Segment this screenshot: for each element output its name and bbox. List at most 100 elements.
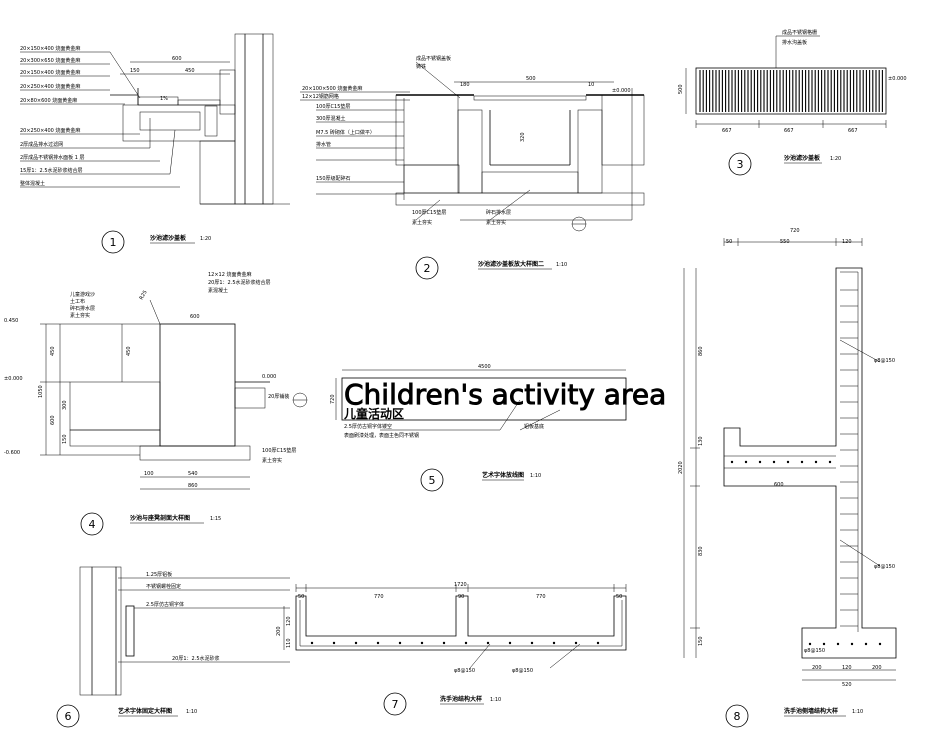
detail-8-dim: 50 <box>726 239 732 245</box>
detail-8-dim: 720 <box>790 228 800 234</box>
detail-title: 艺术字体放线图 <box>482 471 524 479</box>
detail-1-note: 20×300×650 烧面黄金麻 <box>20 57 80 64</box>
detail-4-dim: 150 <box>62 434 68 444</box>
detail-2-leaders <box>300 61 531 221</box>
detail-number-circle <box>80 512 104 536</box>
detail-8: 720 50 550 120 860 130 600 830 150 2020 … <box>678 228 897 728</box>
detail-5-drawing <box>335 369 627 431</box>
detail-3-drawing <box>685 35 887 128</box>
detail-number-circle <box>725 704 749 728</box>
detail-8-title-block: 8 洗手池侧墙结构大样 1:10 <box>725 704 863 728</box>
detail-2-note: 300厚混凝土 <box>316 115 346 122</box>
rebar-dot <box>574 641 578 645</box>
detail-5-notes: 2.5厚仿古铜字体镂空 表面刷漆处理，表面主色同不锈钢 铝板基底 <box>344 423 544 439</box>
detail-1-note: 20×150×400 烧面黄金麻 <box>20 69 80 76</box>
detail-4-title-block: 4 沙池与座凳剖面大样图 1:15 <box>80 512 221 536</box>
detail-2-section-mark <box>571 216 587 232</box>
detail-scale: 1:10 <box>530 473 541 479</box>
detail-6-drawing <box>79 566 290 696</box>
detail-3-title-block: 3 沙池滤沙盖板 1:20 <box>728 152 841 176</box>
rebar-dot <box>354 641 358 645</box>
detail-3-dim: 667 <box>784 128 794 134</box>
detail-4-notes: 12×12 烧面黄金麻 20厚1：2.5水泥砂浆结合层 素混凝土 儿童游戏沙 土… <box>70 271 296 464</box>
detail-2-note: 碎石排水层 <box>486 209 511 216</box>
detail-2-dim: 10 <box>588 82 594 88</box>
rebar-dot <box>864 642 868 646</box>
detail-4-dim: R25 <box>139 289 149 301</box>
detail-7-dim: 50 <box>616 594 622 600</box>
detail-1-leaders <box>20 51 180 188</box>
detail-scale: 1:20 <box>830 156 841 162</box>
detail-4-dim: 450 <box>126 346 132 356</box>
detail-5-note: 2.5厚仿古铜字体镂空 <box>344 423 392 430</box>
rebar-dot <box>730 460 734 464</box>
rebar-dot <box>828 460 832 464</box>
detail-4-note: 素混凝土 <box>208 287 228 294</box>
rebar-dot <box>808 642 812 646</box>
detail-2-note: M7.5 砖砌体（上口做平） <box>316 129 375 136</box>
detail-7-dim: 90 <box>458 594 464 600</box>
rebar-dot <box>814 460 818 464</box>
detail-number-circle <box>101 230 125 254</box>
detail-2-note: 铸铁 <box>416 63 426 70</box>
rebar-dot <box>596 641 600 645</box>
detail-6: 1.25厚铝板 不锈钢螺栓固定 2.5厚仿古铜字体 20厚1：2.5水泥砂浆 6… <box>56 566 290 728</box>
detail-1-note: 2厚成品不锈钢排水面板 1 层 <box>20 154 85 161</box>
detail-scale: 1:15 <box>210 516 221 522</box>
detail-5-note: 表面刷漆处理，表面主色同不锈钢 <box>344 432 419 439</box>
detail-2-dim: 180 <box>460 82 470 88</box>
detail-number: 7 <box>392 698 399 711</box>
detail-1-title-block: 1 沙池滤沙盖板 1:20 <box>101 230 211 254</box>
detail-8-dim: 520 <box>842 682 852 688</box>
rebar-dot <box>464 641 468 645</box>
detail-8-dim: 150 <box>698 636 704 646</box>
detail-7-title-block: 7 洗手池结构大样 1:10 <box>383 692 501 716</box>
detail-4: 12×12 烧面黄金麻 20厚1：2.5水泥砂浆结合层 素混凝土 儿童游戏沙 土… <box>4 271 308 536</box>
rebar-dot <box>772 460 776 464</box>
detail-4-dim: 0.450 <box>4 318 18 324</box>
detail-4-dim: 860 <box>188 483 198 489</box>
detail-6-note: 不锈钢螺栓固定 <box>146 583 181 590</box>
detail-title: 沙池滤沙盖板放大样图二 <box>478 260 544 268</box>
detail-1-dim: 450 <box>185 68 195 74</box>
detail-4-dim: 600 <box>190 314 200 320</box>
detail-1-note: 20×150×400 烧面黄金麻 <box>20 45 80 52</box>
detail-3: 成品不锈钢格栅 排水沟盖板 667 667 667 500 ±0.000 3 沙… <box>678 29 907 176</box>
detail-number-circle <box>383 692 407 716</box>
detail-title: 洗手池侧墙结构大样 <box>784 707 838 715</box>
detail-1-note: 20×80×600 烧面黄金麻 <box>20 97 77 104</box>
detail-1-note: 整体混凝土 <box>20 180 45 187</box>
rebar-dot <box>800 460 804 464</box>
detail-number: 8 <box>734 710 741 723</box>
detail-1-note: 20×250×400 烧面黄金麻 <box>20 127 80 134</box>
detail-4-dim: 100 <box>144 471 154 477</box>
detail-number-circle <box>420 468 444 492</box>
detail-7-dim: 770 <box>374 594 384 600</box>
detail-2-dim: 500 <box>526 76 536 82</box>
detail-4-note: 12×12 烧面黄金麻 <box>208 271 252 278</box>
detail-4-dim: 450 <box>50 346 56 356</box>
detail-4-note: 素土夯实 <box>70 312 90 319</box>
detail-8-dim: 2020 <box>678 461 684 474</box>
banner-english-text: Children's activity area <box>344 378 666 411</box>
detail-4-dim: 540 <box>188 471 198 477</box>
rebar-dot <box>836 642 840 646</box>
detail-2-note: 成品不锈钢盖板 <box>416 55 451 62</box>
detail-8-rebar: φ8@150 <box>874 564 895 570</box>
detail-4-note: 儿童游戏沙 <box>70 291 95 298</box>
detail-7-rebar: φ8@150 <box>512 668 533 674</box>
detail-1-dim: 600 <box>172 56 182 62</box>
detail-number: 4 <box>89 518 96 531</box>
detail-2-note: 150厚级配碎石 <box>316 175 351 182</box>
detail-7-dim: 1720 <box>454 582 467 588</box>
detail-8-dim: 120 <box>842 239 852 245</box>
detail-number: 6 <box>65 710 72 723</box>
detail-2-title-block: 2 沙池滤沙盖板放大样图二 1:10 <box>415 256 567 280</box>
detail-3-notes: 成品不锈钢格栅 排水沟盖板 <box>782 29 817 46</box>
detail-4-note: 20厚铺装 <box>268 393 289 400</box>
detail-7-dim: 120 <box>286 616 292 626</box>
detail-2-note: 100厚C15垫层 <box>316 103 350 110</box>
detail-5-dimensions: 4500 720 <box>330 364 491 404</box>
detail-7-dim: 770 <box>536 594 546 600</box>
detail-6-title-block: 6 艺术字体固定大样图 1:10 <box>56 704 197 728</box>
